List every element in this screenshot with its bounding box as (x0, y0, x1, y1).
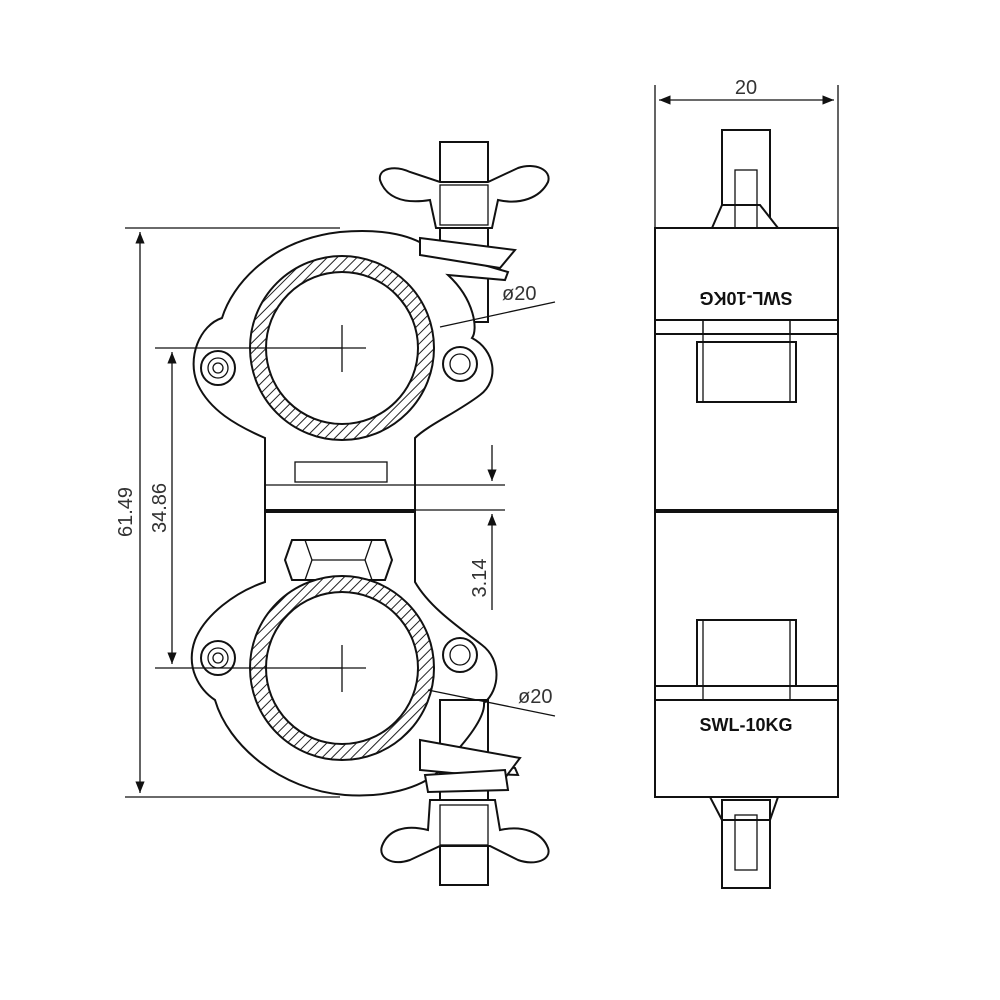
swl-top-label: SWL-10KG (699, 288, 792, 308)
bottom-bolt (419, 699, 522, 886)
tube-diameter-top-label: ø20 (502, 283, 536, 305)
bottom-left-bolt-hole (200, 640, 236, 676)
dimension-gap: 3.14 (415, 445, 505, 610)
side-top-bolt (710, 129, 781, 231)
side-view: SWL-10KG SWL-10KG 20 (654, 77, 839, 889)
dimension-tube-diameter-top: ø20 (439, 283, 556, 328)
side-lower-block: SWL-10KG (654, 511, 839, 798)
width-label: 20 (735, 77, 757, 99)
top-right-bolt-hole (442, 346, 478, 382)
top-clamp-body (192, 229, 517, 511)
side-bottom-bolt (708, 796, 780, 889)
side-upper-block: SWL-10KG (654, 227, 839, 511)
side-upper-recess (696, 341, 797, 403)
center-distance-label: 34.86 (149, 483, 171, 533)
gap-label: 3.14 (469, 559, 491, 598)
dimension-overall-height: 61.49 (115, 227, 340, 798)
top-wing-nut (378, 164, 550, 229)
overall-height-label: 61.49 (115, 487, 137, 537)
swl-bottom-label: SWL-10KG (699, 715, 792, 735)
tube-diameter-bottom-label: ø20 (518, 686, 552, 708)
bottom-right-bolt-hole (442, 637, 478, 673)
top-clamp-slot (294, 461, 388, 483)
dimension-center-distance: 34.86 (149, 347, 342, 669)
dimension-width: 20 (654, 77, 839, 228)
dimension-tube-diameter-bottom: ø20 (427, 686, 556, 717)
front-view: 61.49 34.86 3.14 ø20 ø20 (115, 141, 556, 886)
top-left-bolt-hole (200, 350, 236, 386)
bottom-wing-nut (380, 799, 550, 864)
